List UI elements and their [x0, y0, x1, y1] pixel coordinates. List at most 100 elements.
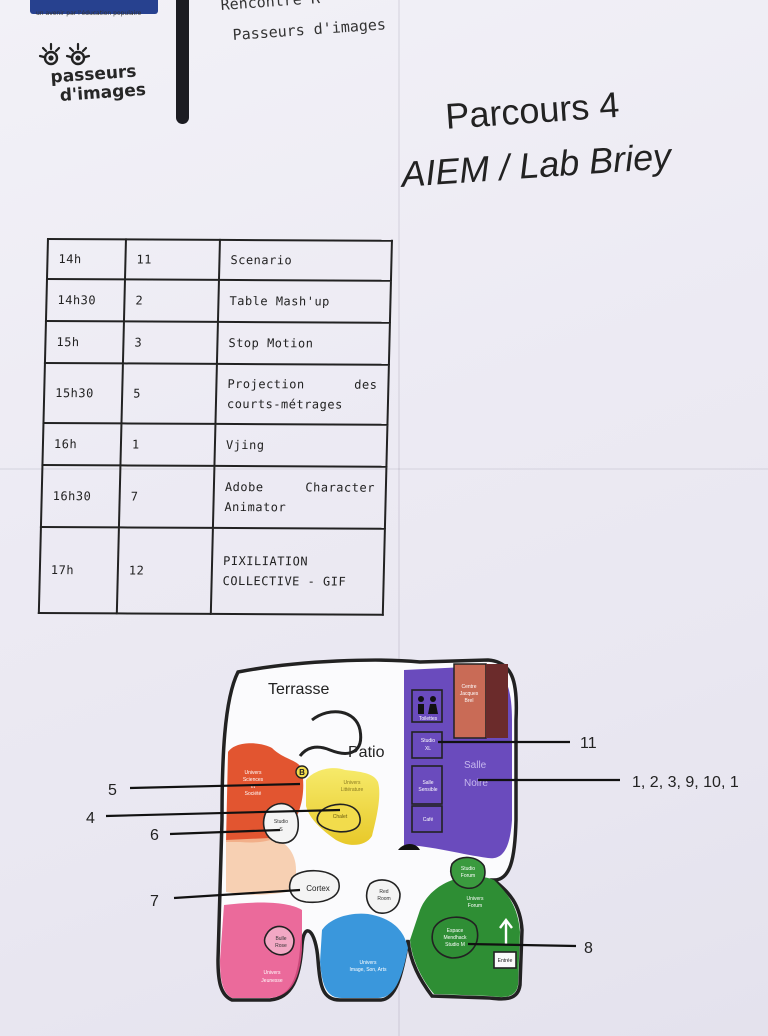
image-son-label: Image, Son, Arts — [350, 967, 387, 973]
table-row: 15h 3 Stop Motion — [44, 321, 390, 365]
studio-forum-room — [450, 856, 486, 890]
callout-11: 11 — [580, 735, 597, 752]
activity-cell: PIXILIATION COLLECTIVE - GIF — [210, 527, 385, 615]
number-cell: 12 — [116, 527, 213, 614]
red-room — [365, 879, 401, 914]
activity-line: Adobe Character — [224, 479, 376, 495]
activity-line: COLLECTIVE - GIF — [222, 573, 347, 589]
number-cell: 5 — [121, 363, 217, 424]
studio-xl-label: Studio — [421, 738, 435, 744]
table-row: 15h30 5 Projection des courts-métrages — [43, 363, 389, 425]
activity-cell: Table Mash'up — [217, 279, 391, 323]
b-marker-label: B — [299, 768, 305, 777]
callout-6: 6 — [150, 827, 159, 844]
venue-map: B Terrasse Patio Salle Noire Univers Sci… — [86, 658, 739, 1002]
event-header-line: Rencontre R — [220, 0, 321, 14]
patio-label: Patio — [348, 744, 385, 761]
litterature-label: Univers — [344, 780, 361, 786]
forum-label: Forum — [468, 903, 482, 909]
bulle-rose-label: Bulle — [275, 936, 286, 942]
espace-label: Mendhack — [443, 935, 467, 941]
number-cell: 7 — [118, 465, 215, 528]
toilets-icon — [418, 696, 438, 714]
partner-logo-strip — [30, 0, 158, 14]
eyes-logo-icon — [38, 42, 91, 66]
small-map-labels: Univers Sciences et Société Univers Litt… — [243, 684, 513, 984]
sciences-label: Sciences — [243, 777, 264, 783]
studio-forum-label: Forum — [461, 873, 475, 879]
salle-sensible-label: Sensible — [418, 787, 437, 793]
studio-forum-label: Studio — [461, 866, 475, 872]
blue-zone — [320, 913, 408, 998]
red-room-label: Room — [377, 896, 390, 902]
page-subtitle: AIEM / Lab Briey — [400, 135, 673, 195]
red-room-label: Red — [379, 889, 388, 895]
jeunesse-label: Jeunesse — [261, 978, 283, 984]
callout-lines — [105, 740, 620, 948]
entree-label: Entrée — [498, 958, 513, 964]
terrasse-label: Terrasse — [268, 681, 329, 698]
number-cell: 3 — [122, 321, 218, 364]
time-cell: 17h — [38, 527, 119, 614]
activity-cell: Projection des courts-métrages — [215, 363, 389, 425]
table-row: 14h30 2 Table Mash'up — [45, 279, 391, 323]
studio-xl-room — [411, 731, 443, 759]
activity-line: Projection des — [227, 376, 378, 392]
sciences-label: Univers — [245, 770, 262, 776]
number-cell: 11 — [124, 239, 220, 280]
salle-sensible-label: Salle — [422, 780, 433, 786]
activity-cell: Adobe Character Animator — [212, 465, 387, 529]
toilettes-label: Toilettes — [419, 716, 438, 722]
triangle-marker-icon — [398, 844, 420, 850]
table-row: 17h 12 PIXILIATION COLLECTIVE - GIF — [38, 527, 385, 615]
callout-8: 8 — [584, 940, 593, 957]
toilettes-room — [411, 689, 443, 723]
activity-cell: Vjing — [214, 423, 388, 467]
forum-label: Univers — [467, 896, 484, 902]
map-rooms — [262, 689, 517, 969]
salle-noire-label: Noire — [464, 778, 488, 789]
centre-label: Brel — [465, 698, 474, 704]
table-row: 16h 1 Vjing — [42, 423, 388, 467]
table-row: 14h 11 Scenario — [46, 239, 392, 281]
espace-room — [431, 916, 479, 959]
number-cell: 1 — [120, 423, 216, 466]
callout-5: 5 — [108, 782, 117, 799]
salle-noire-label: Salle — [464, 760, 487, 771]
partner-tagline: un avenir par l'éducation populaire — [36, 10, 142, 17]
sciences-label: Société — [245, 791, 262, 797]
activity-cell: Stop Motion — [216, 321, 390, 365]
salle-sensible-room — [411, 765, 443, 805]
page-title: Parcours 4 — [444, 83, 621, 137]
studio-s-label: Studio — [274, 819, 288, 825]
activity-line: Animator — [224, 499, 287, 515]
activity-line: PIXILIATION — [222, 553, 309, 569]
jeunesse-label: Univers — [264, 970, 281, 976]
sciences-label: et — [251, 784, 256, 790]
studio-s-label: S — [279, 827, 283, 833]
paper-fold-vertical — [398, 0, 400, 1036]
entree-box — [493, 951, 517, 969]
callout-labels: 11 1, 2, 3, 9, 10, 1 5 4 6 7 8 — [86, 735, 739, 957]
activity-cell: Scenario — [218, 239, 392, 281]
callout-4: 4 — [86, 810, 95, 827]
entrance-arrow-icon — [499, 918, 513, 944]
espace-label: Espace — [447, 928, 464, 934]
time-cell: 16h — [42, 423, 122, 466]
centre-label: Centre — [461, 684, 476, 690]
time-cell: 15h — [44, 321, 124, 364]
cafe-label: Café — [423, 817, 434, 823]
binder-clip — [176, 0, 189, 124]
number-cell: 2 — [123, 279, 219, 322]
chalet-label: Chalet — [333, 814, 348, 820]
cortex-label: Cortex — [306, 884, 330, 893]
callout-7: 7 — [150, 893, 159, 910]
time-cell: 14h — [46, 239, 126, 280]
cortex-room — [288, 869, 340, 904]
time-cell: 15h30 — [43, 363, 123, 424]
activity-line: courts-métrages — [226, 396, 343, 412]
cafe-room — [411, 805, 443, 833]
espace-label: Studio M — [445, 942, 465, 948]
passeurs-logo-text: passeurs d'images — [30, 62, 147, 108]
litterature-label: Littérature — [341, 787, 364, 793]
